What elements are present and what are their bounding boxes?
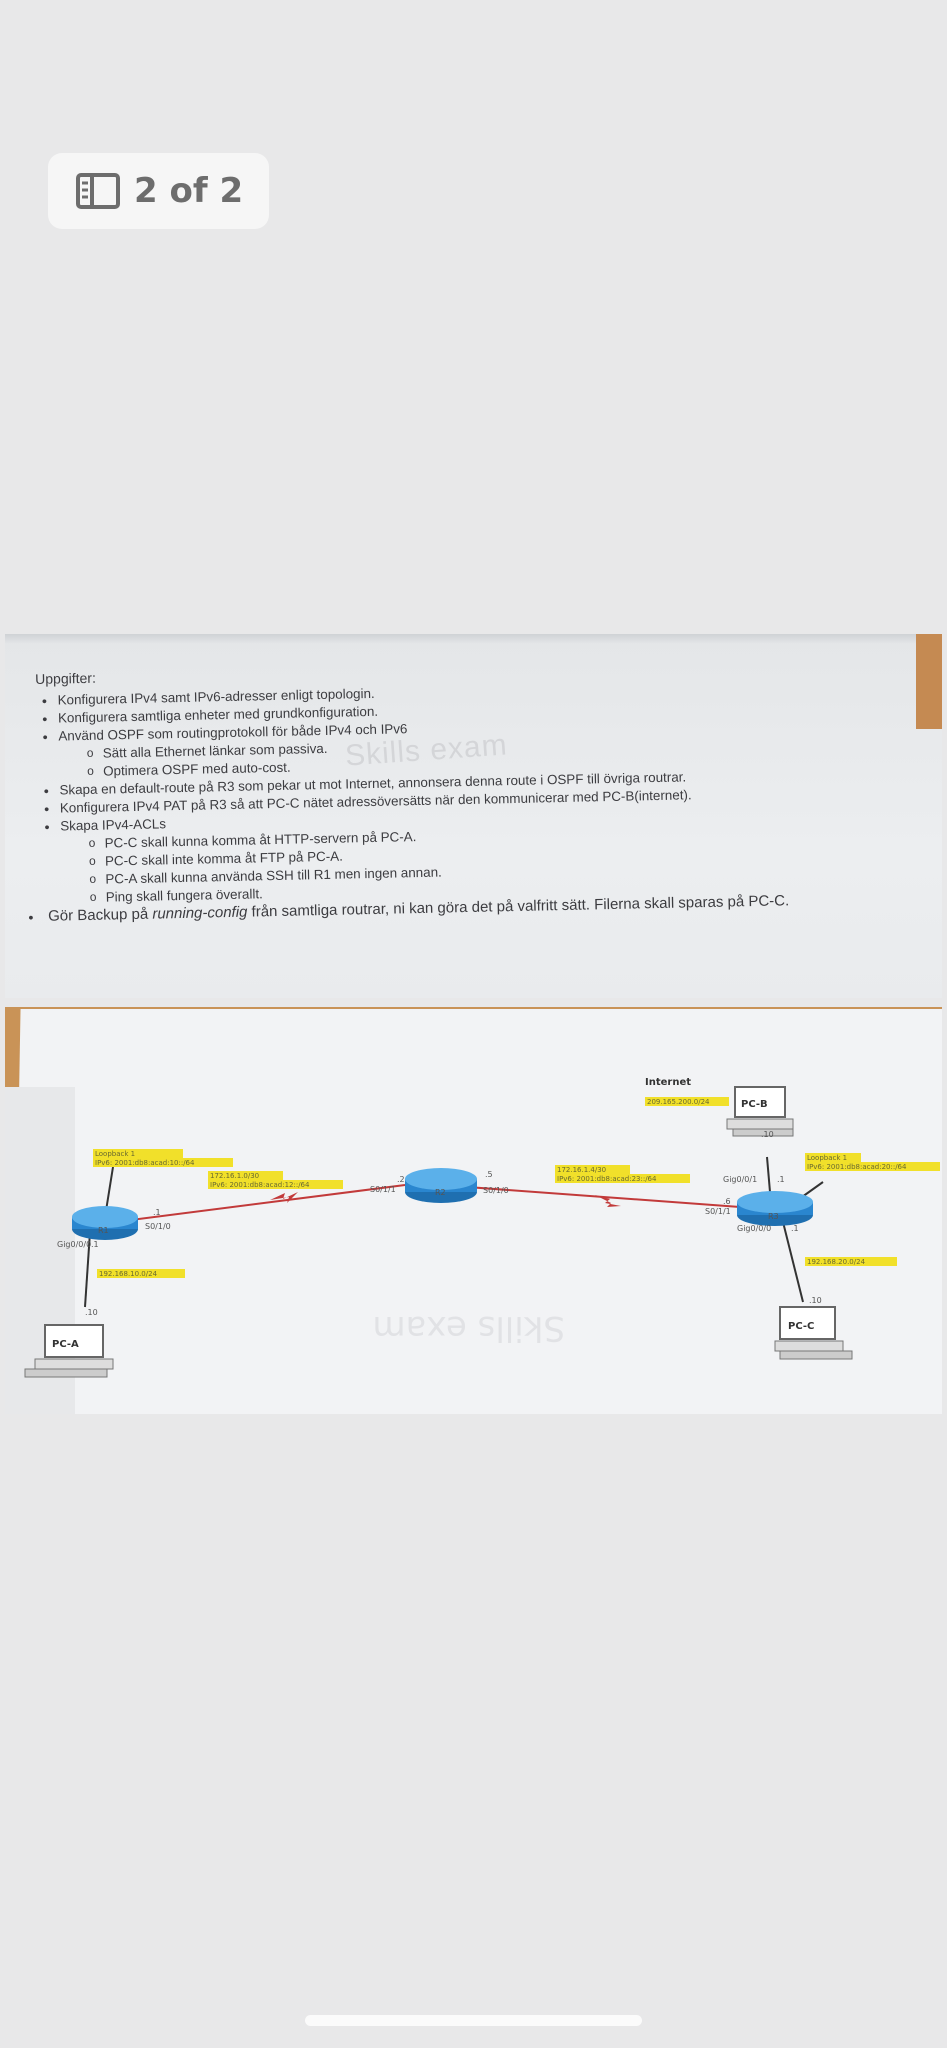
link23-ipv4: 172.16.1.4/30 (557, 1166, 606, 1174)
router-r3-label: R3 (768, 1212, 779, 1221)
highlight (208, 1180, 343, 1189)
link23-ipv6: IPv6: 2001:db8:acad:23::/64 (557, 1175, 657, 1183)
highlight (93, 1158, 233, 1167)
router-r1[interactable]: R1 (72, 1206, 138, 1240)
r3-gig0-label: Gig0/0/0 (737, 1224, 771, 1233)
diagram-watermark: Skills exam (372, 1308, 565, 1348)
r2-right-dot: .5 (485, 1170, 493, 1179)
link-r2-r3 (439, 1184, 741, 1208)
highlight (555, 1174, 690, 1183)
highlight (805, 1257, 897, 1266)
photo-topology[interactable]: Skills exam R1 R2 R3 (5, 1007, 942, 1414)
home-indicator[interactable] (305, 2015, 642, 2026)
link12-ipv4: 172.16.1.0/30 (210, 1172, 259, 1180)
task-list: Uppgifter: Konfigurera IPv4 samt IPv6-ad… (28, 651, 930, 926)
serial-bolt-icon (595, 1195, 621, 1207)
link12-ipv6: IPv6: 2001:db8:acad:12::/64 (210, 1181, 310, 1189)
photo-tasks[interactable]: Skills exam Uppgifter: Konfigurera IPv4 … (5, 634, 942, 998)
pc-b[interactable]: PC-B (726, 1086, 794, 1137)
highlight (645, 1097, 729, 1106)
r1-loopback-ipv6: IPv6: 2001:db8:acad:10::/64 (95, 1159, 195, 1167)
r3-serial-dot: .6 (723, 1197, 731, 1206)
pc-a-dot: .10 (85, 1308, 98, 1317)
highlight (208, 1171, 283, 1180)
r1-serial-dot: .1 (153, 1208, 161, 1217)
r1-loopback-name: Loopback 1 (95, 1150, 135, 1158)
lan-a-net: 192.168.10.0/24 (99, 1270, 158, 1278)
r3-loopback-name: Loopback 1 (807, 1154, 847, 1162)
pc-c[interactable]: PC-C (774, 1306, 853, 1360)
task-backup-italic: running-config (152, 903, 248, 923)
photo-edge (5, 634, 942, 644)
r3-serial-label: S0/1/1 (705, 1207, 731, 1216)
r2-serial1-label: S0/1/1 (370, 1185, 396, 1194)
pc-a-label: PC-A (52, 1339, 79, 1350)
r3-loopback-ipv6: IPv6: 2001:db8:acad:20::/64 (807, 1163, 907, 1171)
link-r3-pcb (766, 1156, 771, 1193)
r1-gig-dot: .1 (91, 1240, 99, 1249)
page-counter-label: 2 of 2 (134, 171, 244, 211)
task-backup-prefix: Gör Backup på (47, 905, 153, 925)
r2-serial0-label: S0/1/0 (483, 1186, 509, 1195)
internet-label: Internet (645, 1077, 691, 1088)
router-r2[interactable]: R2 (405, 1168, 477, 1203)
link-r1-pca (84, 1231, 91, 1308)
pc-b-label: PC-B (741, 1099, 768, 1110)
page-counter[interactable]: 2 of 2 (48, 153, 269, 229)
highlight (805, 1162, 940, 1171)
highlight (93, 1149, 183, 1158)
r1-serial-label: S0/1/0 (145, 1222, 171, 1231)
highlight (97, 1269, 185, 1278)
lan-c-net: 192.168.20.0/24 (807, 1258, 866, 1266)
internet-net: 209.165.200.0/24 (647, 1098, 710, 1106)
r3-gig1-label: Gig0/0/1 (723, 1175, 757, 1184)
link-r3-pcc (782, 1221, 804, 1303)
pc-c-dot: .10 (809, 1296, 822, 1305)
pc-a[interactable]: PC-A (24, 1324, 114, 1378)
r3-gig1-dot: .1 (777, 1175, 785, 1184)
r1-gig-label: Gig0/0/0 (57, 1240, 91, 1249)
highlight (805, 1153, 861, 1162)
topology-diagram: Skills exam R1 R2 R3 (24, 1077, 940, 1378)
router-r1-label: R1 (98, 1226, 109, 1235)
serial-bolt-icon (270, 1192, 298, 1203)
router-r3[interactable]: R3 (737, 1191, 813, 1226)
r3-gig0-dot: .1 (791, 1224, 799, 1233)
highlight (555, 1165, 630, 1174)
pc-b-dot: .10 (761, 1130, 774, 1139)
router-r2-label: R2 (435, 1188, 446, 1197)
pc-c-label: PC-C (788, 1321, 814, 1332)
link-r1-r2 (114, 1184, 406, 1223)
r2-left-dot: .2 (397, 1175, 405, 1184)
sidebar-icon (76, 173, 120, 209)
